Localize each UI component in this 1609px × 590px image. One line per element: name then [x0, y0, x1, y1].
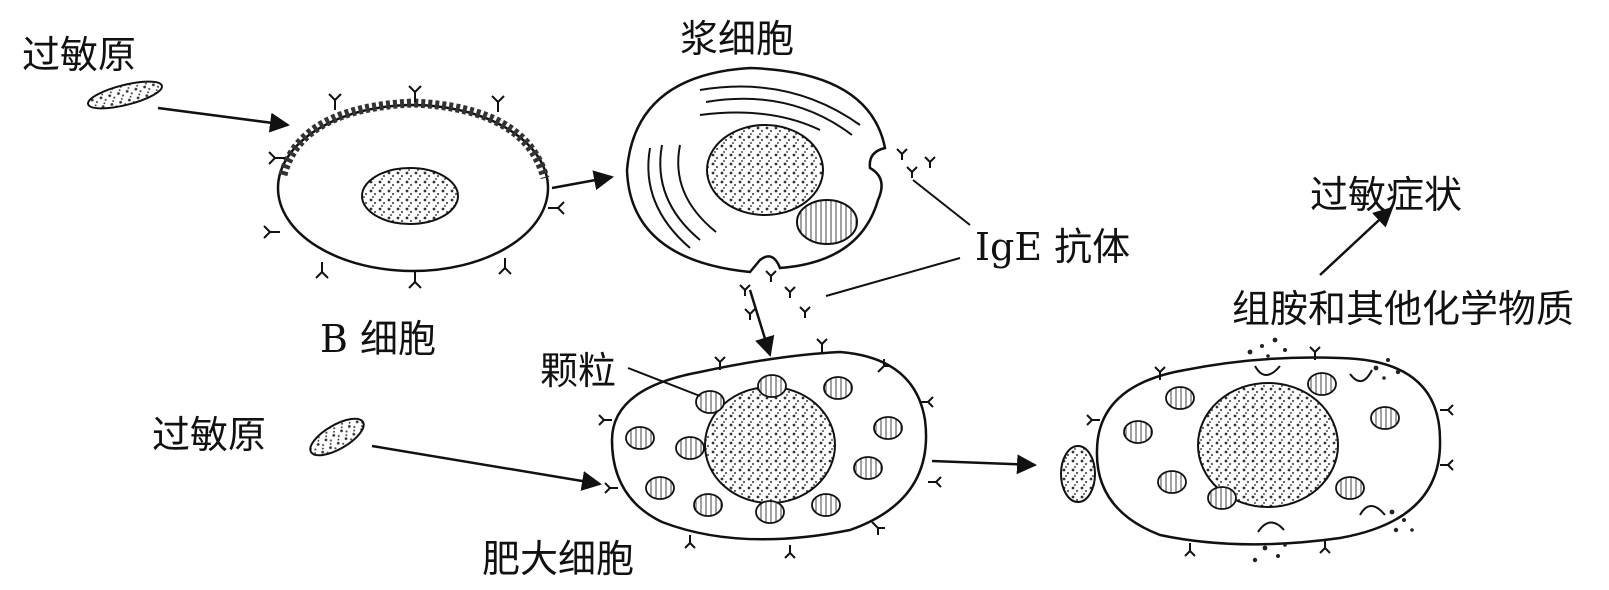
arrow-to-symptoms: [1320, 208, 1392, 275]
label-plasma-cell: 浆细胞: [680, 20, 794, 58]
arrow-bcell-to-plasma: [552, 177, 612, 188]
plasma-cell: [627, 68, 885, 272]
allergen-particle-bottom: [305, 412, 369, 463]
activated-mast-cell: [1061, 338, 1440, 563]
pointer-ige-2: [826, 258, 960, 296]
arrow-allergen-to-mast: [372, 446, 600, 484]
label-b-cell: B 细胞: [320, 320, 436, 358]
plasma-nucleus: [707, 125, 823, 215]
label-mast-cell: 肥大细胞: [482, 540, 634, 578]
bound-allergen: [1061, 446, 1095, 502]
arrow-plasma-to-mast: [750, 290, 770, 355]
mitochondrion: [797, 200, 857, 244]
pointer-ige-1: [913, 180, 970, 225]
label-allergen-top: 过敏原: [22, 36, 136, 74]
b-cell-nucleus: [362, 168, 458, 224]
label-granule: 颗粒: [540, 352, 616, 390]
allergen-particle-top: [86, 76, 165, 114]
label-allergen-bottom: 过敏原: [152, 416, 266, 454]
label-ige-antibody: IgE 抗体: [975, 228, 1130, 266]
b-cell: [278, 103, 548, 271]
arrow-mast-to-activated: [932, 461, 1035, 465]
label-allergic-symptoms: 过敏症状: [1310, 176, 1462, 214]
arrow-allergen-to-bcell: [158, 108, 288, 125]
label-histamine: 组胺和其他化学物质: [1232, 290, 1574, 328]
